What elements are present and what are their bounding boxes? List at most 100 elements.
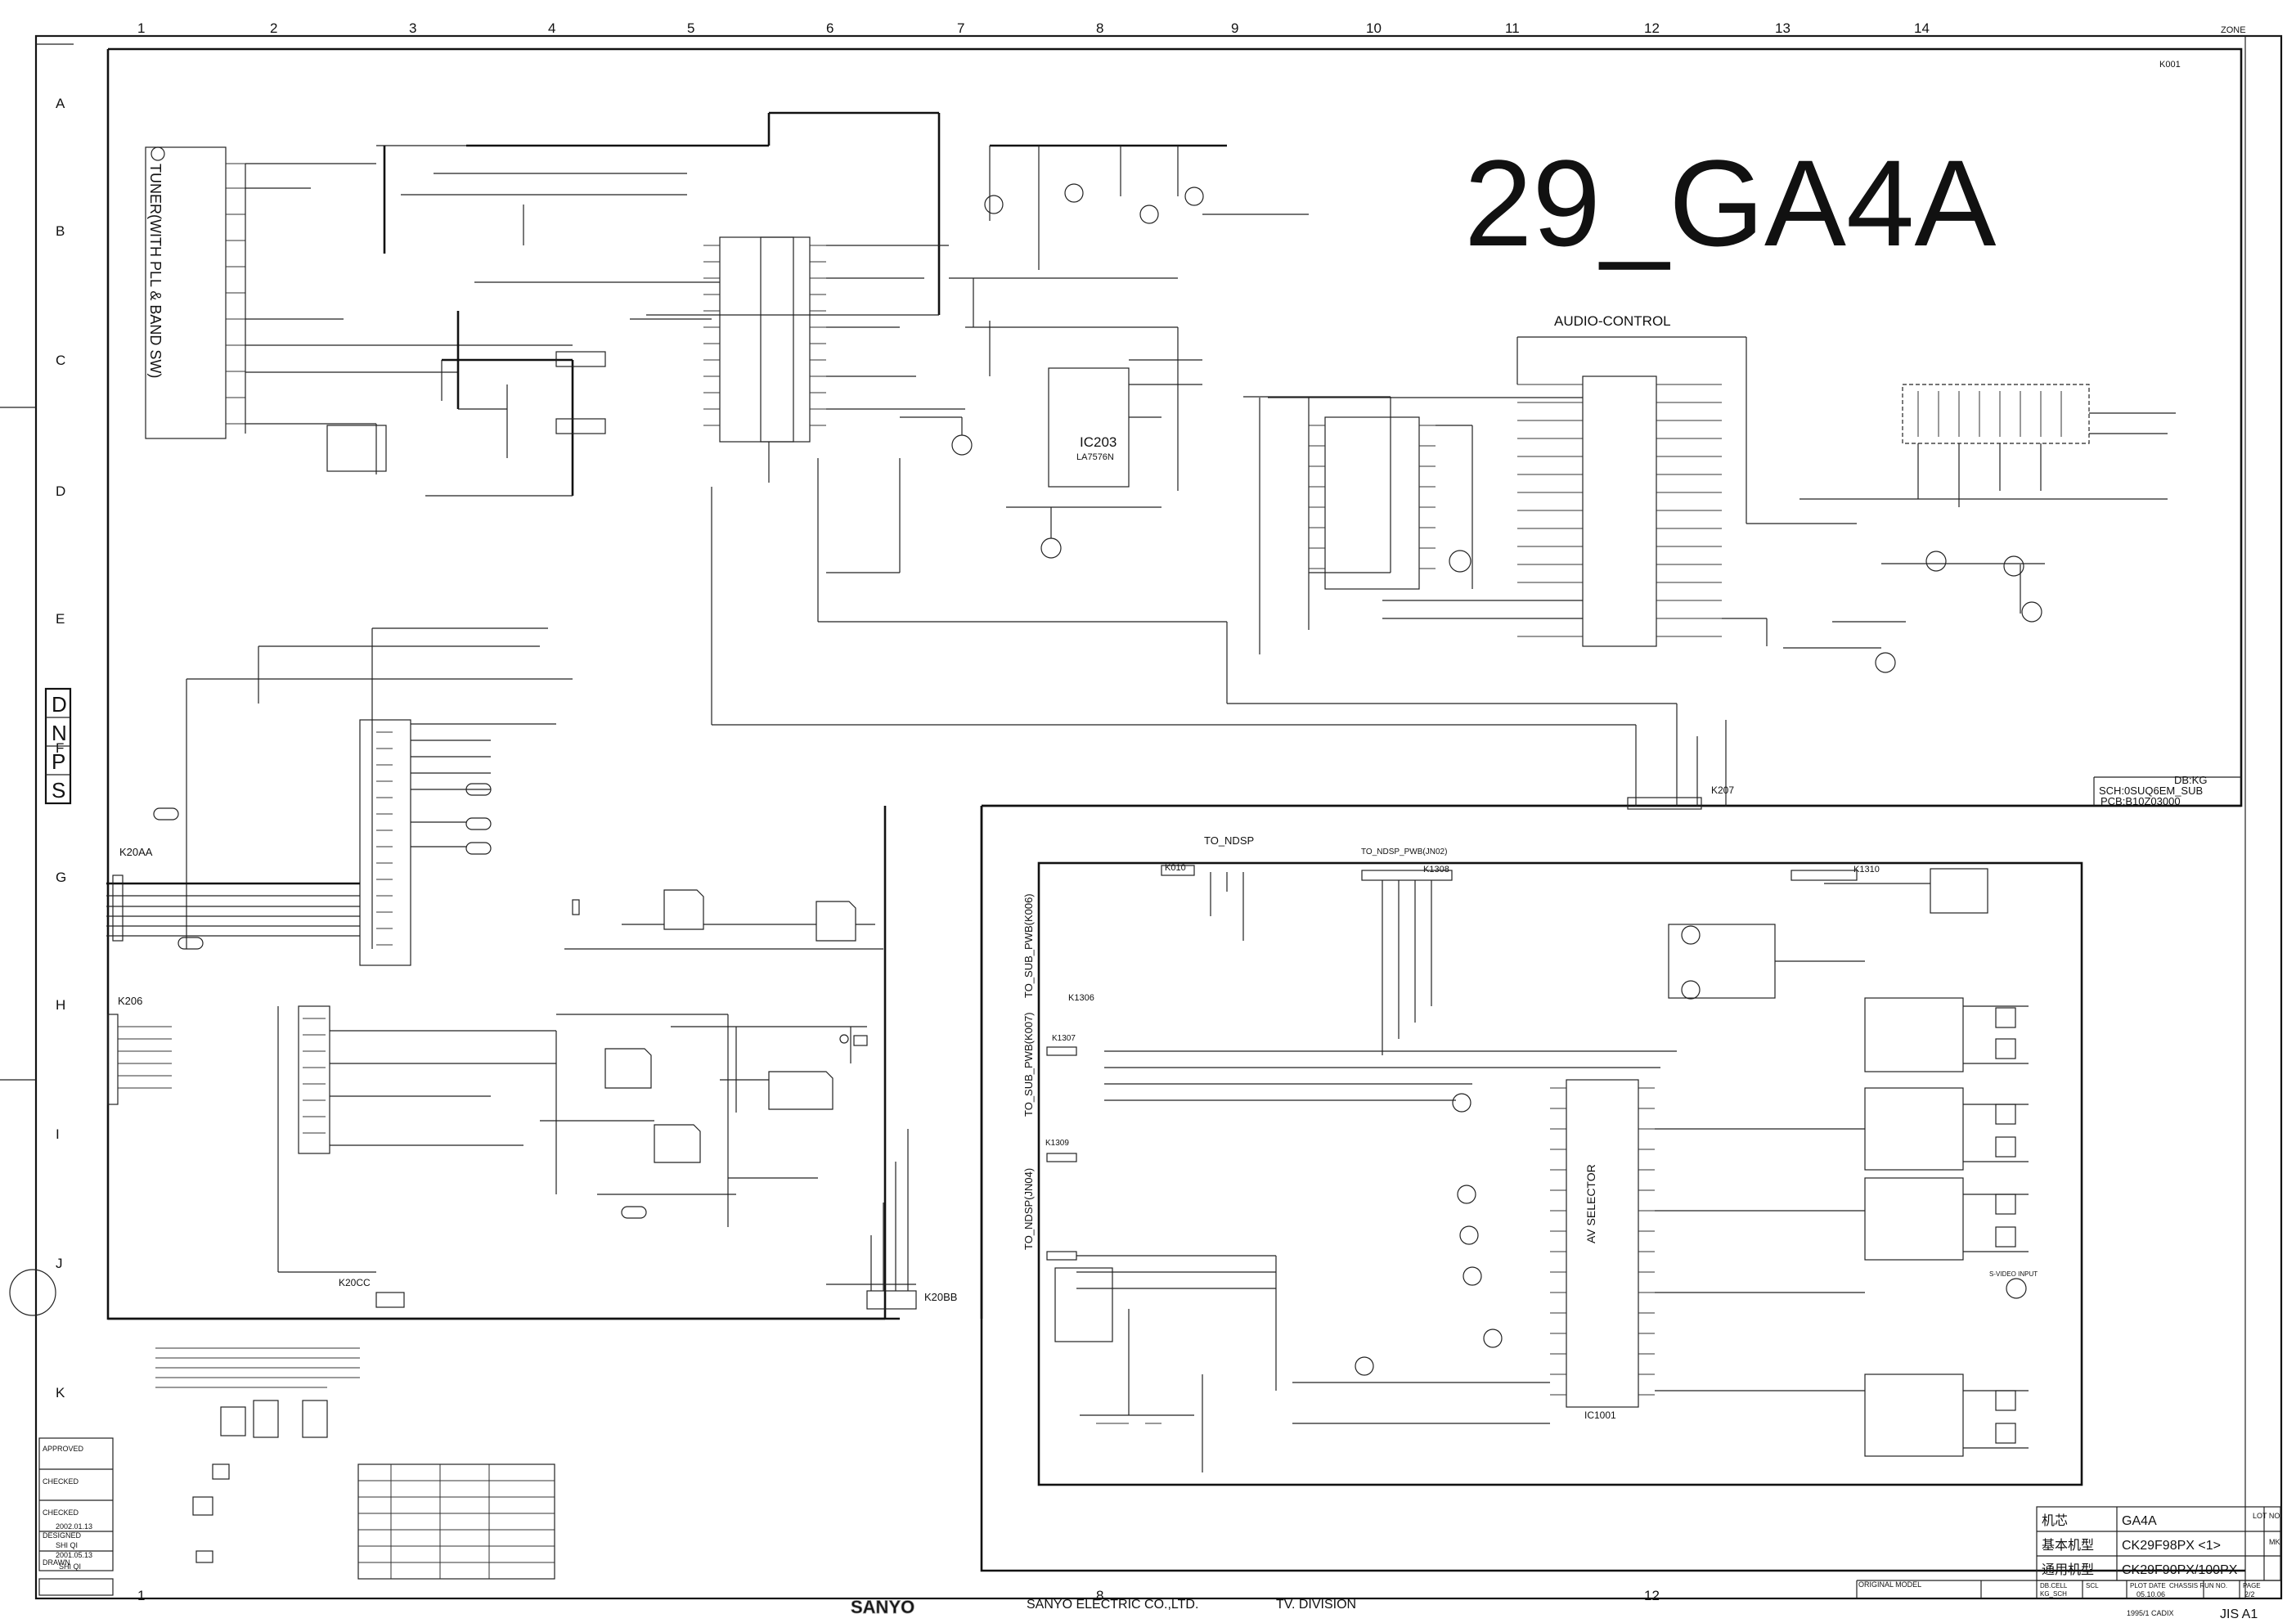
division-name: TV. DIVISION [1276, 1598, 1356, 1612]
av-selector-label: AV SELECTOR [1584, 1164, 1597, 1243]
k1306-label: K1306 [1068, 993, 1094, 1003]
pcb-info-box: DB:KG SCH:0SUQ6EM_SUB PCB:B10Z03000 K207 [1627, 774, 2241, 810]
col-number: 2 [270, 20, 277, 36]
if-section-wiring [245, 111, 941, 497]
k20aa-label: K20AA [119, 846, 153, 858]
drawn-label: DRAWN [43, 1558, 70, 1567]
sch-label: SCH:0SUQ6EM_SUB [2099, 785, 2203, 797]
ic203-label: IC203 [1080, 434, 1117, 450]
col-number: 13 [1775, 20, 1791, 36]
tuner-label: TUNER(WITH PLL & BAND SW) [147, 164, 164, 378]
scl-label: SCL [2086, 1582, 2099, 1589]
cadix-label: 1995/1 CADIX [2127, 1609, 2174, 1617]
col-number: 11 [1505, 20, 1520, 36]
av-board: TO_NDSP TO_NDSP_PWB(JN02) K010 K1308 K13… [1022, 834, 2038, 1472]
company-name: SANYO ELECTRIC CO.,LTD. [1027, 1598, 1198, 1612]
row-letter: K [56, 1385, 65, 1400]
paper-size: JIS A1 [2220, 1607, 2258, 1621]
col-number: 8 [1096, 20, 1103, 36]
mid-left-connectors: K20AA [106, 627, 573, 966]
ic201-block [555, 236, 965, 483]
designed-date: 2002.01.13 [56, 1522, 92, 1531]
chassis-run-label: CHASSIS RUN NO. [2169, 1582, 2227, 1589]
k1309-label: K1309 [1045, 1139, 1069, 1148]
tuner-block: TUNER(WITH PLL & BAND SW) [145, 146, 573, 474]
db-kg-label: DB:KG [2174, 774, 2207, 786]
col-number: 3 [409, 20, 416, 36]
video-out-transistors [949, 144, 1309, 327]
signal-buses [711, 396, 1727, 807]
general-model-value: CK29F90PX/100PX [2122, 1563, 2238, 1577]
audio-section-title-text: AUDIO-CONTROL [1554, 313, 1671, 329]
to-sub-k006-label: TO_SUB_PWB(K006) [1022, 893, 1035, 998]
notes-block [155, 1347, 555, 1580]
checked-label-1: CHECKED [43, 1477, 79, 1486]
lot-no-label: LOT NO. [2253, 1512, 2282, 1520]
designed-name: SHI QI [56, 1541, 78, 1549]
row-letter: C [56, 353, 65, 368]
drawn-date: 2001.05.13 [56, 1551, 92, 1559]
svideo-label: S-VIDEO INPUT [1989, 1270, 2038, 1278]
company-footer: SANYO ELECTRIC CO.,LTD. TV. DIVISION SAN… [851, 1597, 1357, 1618]
approved-label: APPROVED [43, 1445, 84, 1453]
col-number: 12 [1644, 1588, 1660, 1603]
row-letter: H [56, 997, 65, 1013]
col-number: 10 [1366, 20, 1382, 36]
general-model-label: 通用机型 [2042, 1562, 2094, 1577]
designed-label: DESIGNED [43, 1531, 82, 1540]
col-number: 8 [1096, 1588, 1103, 1603]
ic1001-label: IC1001 [1584, 1409, 1616, 1421]
col-number: 1 [137, 20, 145, 36]
original-model-label: ORIGINAL MODEL [1858, 1580, 1921, 1589]
audio-control-section: AUDIO-CONTROL [1259, 313, 1857, 654]
plot-date-label: PLOT DATE [2130, 1582, 2166, 1589]
zone-label: ZONE [2221, 25, 2246, 35]
k207-label: K207 [1711, 785, 1734, 796]
ic203-part: LA7576N [1076, 452, 1114, 462]
col-number: 1 [137, 1588, 145, 1603]
db-cell-value: KG_SCH [2040, 1590, 2067, 1598]
k1308-label: K1308 [1423, 865, 1449, 874]
ic203-block: IC203 LA7576N [900, 321, 1202, 559]
drawn-name: SHI QI [59, 1562, 81, 1571]
row-letter: I [56, 1126, 60, 1142]
row-letter: J [56, 1256, 63, 1271]
page-value: 2/2 [2244, 1590, 2255, 1598]
k1307-label: K1307 [1052, 1034, 1076, 1043]
mk-label: MK [2269, 1538, 2280, 1546]
dnps-letter: D [52, 692, 67, 717]
col-number: 14 [1914, 20, 1930, 36]
row-letter: D [56, 483, 65, 499]
k001-label: K001 [2159, 60, 2181, 70]
plot-date-value: 05.10.06 [2136, 1590, 2165, 1598]
lower-left-connectors: K206 K20CC K20BB [107, 995, 957, 1310]
k010-label: K010 [1165, 863, 1186, 873]
approval-block: APPROVED CHECKED CHECKED 2002.01.13 DESI… [38, 1437, 114, 1596]
chassis-value: GA4A [2122, 1514, 2157, 1528]
k20bb-label: K20BB [924, 1291, 957, 1303]
sheet-frame [34, 34, 2283, 1600]
column-numbers: 1 2 3 4 5 6 7 8 9 10 11 12 13 14 ZONE 1 … [137, 20, 2246, 1603]
k1310-label: K1310 [1853, 865, 1880, 874]
dnps-stamp: D N P S [0, 407, 72, 1316]
to-ndsp-pwb-label: TO_NDSP_PWB(JN02) [1361, 847, 1447, 856]
base-model-label: 基本机型 [2042, 1538, 2094, 1553]
k20cc-label: K20CC [339, 1277, 371, 1288]
row-letter: B [56, 223, 65, 239]
model-title-block: 机芯 GA4A 基本机型 CK29F98PX <1> 通用机型 CK29F90P… [1856, 1506, 2282, 1621]
row-letter: E [56, 611, 65, 627]
dnps-letter: P [52, 749, 65, 774]
row-letter: A [56, 96, 65, 111]
col-number: 9 [1231, 20, 1238, 36]
sanyo-logo: SANYO [851, 1597, 914, 1617]
col-number: 5 [687, 20, 694, 36]
to-ndsp-jn04-label: TO_NDSP(JN04) [1022, 1168, 1035, 1250]
pcb-label: PCB:B10Z03000 [2101, 795, 2181, 807]
db-cell-label: DB.CELL [2040, 1582, 2068, 1589]
to-ndsp-label: TO_NDSP [1204, 834, 1254, 847]
col-number: 7 [957, 20, 964, 36]
regulator-ics [540, 889, 883, 1219]
k001-connector-area: K001 [1783, 60, 2181, 673]
to-sub-k007-label: TO_SUB_PWB(K007) [1022, 1012, 1035, 1117]
